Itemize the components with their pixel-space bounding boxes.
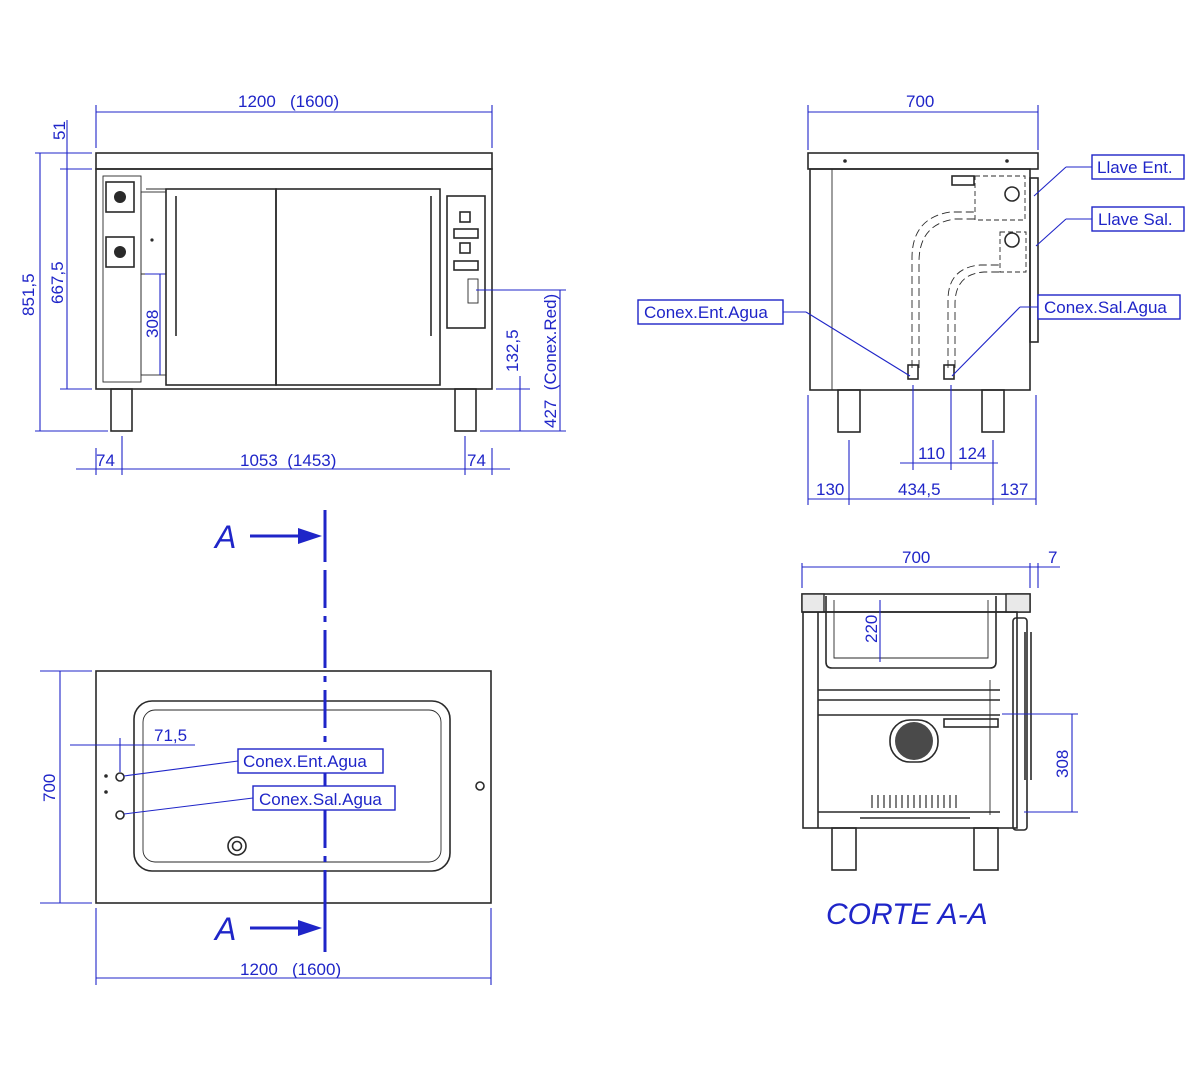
plan-inlet-icon xyxy=(115,772,125,782)
dim-basin-depth: 220 xyxy=(862,615,881,643)
section-body xyxy=(802,611,1018,829)
side-view: 700 Llave Ent. Llave Sal. Conex.Ent.Agua… xyxy=(637,92,1185,505)
dim-front-width: 1200 (1600) xyxy=(238,92,339,111)
panel-connector xyxy=(467,278,479,304)
valve-icon-1 xyxy=(1004,186,1020,202)
plan-label-conex-ent: Conex.Ent.Agua xyxy=(243,752,367,771)
outlet-pipe-2 xyxy=(954,271,1000,368)
section-arrow-top xyxy=(298,528,322,544)
valve-inlet xyxy=(974,175,1026,221)
dim-137: 137 xyxy=(1000,480,1028,499)
label-side-conex-ent: Conex.Ent.Agua xyxy=(644,303,768,322)
pipe-fitting-2 xyxy=(943,364,955,380)
label-llave-sal: Llave Sal. xyxy=(1098,210,1173,229)
section-letter-bottom: A xyxy=(213,911,236,947)
inlet-pipe xyxy=(911,211,975,368)
front-niche xyxy=(140,191,167,275)
section-leg-left xyxy=(831,827,857,871)
plan-view: A A 700 71,5 Conex.Ent.Agua Conex.Sal.Ag… xyxy=(40,510,492,985)
plan-basin-inner xyxy=(142,709,442,863)
dim-section-width: 700 xyxy=(902,548,930,567)
plan-fixing-icon xyxy=(475,781,485,791)
drain-icon-inner xyxy=(231,840,243,852)
dim-leg-left: 74 xyxy=(96,451,115,470)
pipe-fitting-1 xyxy=(907,364,919,380)
plan-label-conex-sal: Conex.Sal.Agua xyxy=(259,790,382,809)
panel-display-1[interactable] xyxy=(453,228,479,239)
plan-outlet-icon xyxy=(115,810,125,820)
dim-top-thickness: 51 xyxy=(50,121,69,140)
side-door-profile xyxy=(1029,177,1039,343)
plan-label-box-ent xyxy=(237,748,384,774)
dim-130: 130 xyxy=(816,480,844,499)
section-title: CORTE A-A xyxy=(826,898,988,931)
side-leg-right xyxy=(981,389,1005,433)
dim-leg-span: 1053 (1453) xyxy=(240,451,336,470)
knob-icon-1 xyxy=(114,191,126,203)
side-worktop xyxy=(807,152,1039,170)
dim-plan-offset: 71,5 xyxy=(154,726,187,745)
valve-icon-2 xyxy=(1004,232,1020,248)
dim-124: 124 xyxy=(958,444,986,463)
section-door xyxy=(1012,617,1028,831)
label-box-conex-sal xyxy=(1037,294,1181,320)
dim-110: 110 xyxy=(918,444,945,463)
control-panel xyxy=(446,195,486,329)
dim-434: 434,5 xyxy=(898,480,941,499)
front-worktop xyxy=(95,152,493,170)
label-box-llave-ent xyxy=(1091,154,1185,180)
valve-outlet xyxy=(999,231,1027,273)
side-screw-icon-2 xyxy=(1005,159,1009,163)
dim-plan-depth: 700 xyxy=(40,774,59,802)
dim-plan-width: 1200 (1600) xyxy=(240,960,341,979)
section-leg-right xyxy=(973,827,999,871)
front-left-panel xyxy=(102,175,142,383)
dim-conex-red: 427 (Conex.Red) xyxy=(541,294,560,428)
panel-display-2[interactable] xyxy=(453,260,479,271)
plan-worktop xyxy=(95,670,492,904)
section-vent-slot xyxy=(943,718,999,728)
section-letter-top: A xyxy=(213,519,236,555)
dim-door-niche: 308 xyxy=(143,310,162,338)
side-body xyxy=(809,168,1031,391)
dim-conex-height: 132,5 xyxy=(503,329,522,372)
dim-side-width: 700 xyxy=(906,92,934,111)
label-side-conex-sal: Conex.Sal.Agua xyxy=(1044,298,1167,317)
dim-compartment-height: 308 xyxy=(1053,750,1072,778)
dim-section-overhang: 7 xyxy=(1048,548,1057,567)
section-arrow-bottom xyxy=(298,920,322,936)
front-view: 1200 (1600) 51 851,5 667,5 308 74 1053 (… xyxy=(19,92,566,475)
dim-total-height: 851,5 xyxy=(19,273,38,316)
front-body xyxy=(95,168,493,390)
dim-leg-right: 74 xyxy=(467,451,486,470)
screw-icon xyxy=(150,238,154,242)
sliding-door-right[interactable] xyxy=(275,188,441,386)
section-basin xyxy=(825,596,997,669)
heating-element xyxy=(871,795,957,808)
fan-unit xyxy=(889,719,939,763)
side-leg-left xyxy=(837,389,861,433)
front-leg-left xyxy=(110,388,133,432)
fan-icon xyxy=(895,722,933,760)
section-view: 700 7 220 308 CORTE A-A xyxy=(801,548,1078,931)
inlet-pipe-2 xyxy=(918,218,975,368)
sliding-door-left[interactable] xyxy=(165,188,277,386)
panel-switch-2[interactable] xyxy=(459,242,471,254)
dim-body-height: 667,5 xyxy=(48,261,67,304)
drain-icon xyxy=(227,836,247,856)
control-knob-2[interactable] xyxy=(105,236,135,268)
front-leg-right xyxy=(454,388,477,432)
knob-icon-2 xyxy=(114,246,126,258)
panel-switch-1[interactable] xyxy=(459,211,471,223)
control-knob-1[interactable] xyxy=(105,181,135,213)
side-screw-icon xyxy=(843,159,847,163)
plan-basin xyxy=(133,700,451,872)
valve-knob-1 xyxy=(951,175,975,186)
outlet-pipe xyxy=(947,264,1000,368)
label-box-conex-ent xyxy=(637,299,784,325)
label-llave-ent: Llave Ent. xyxy=(1097,158,1173,177)
